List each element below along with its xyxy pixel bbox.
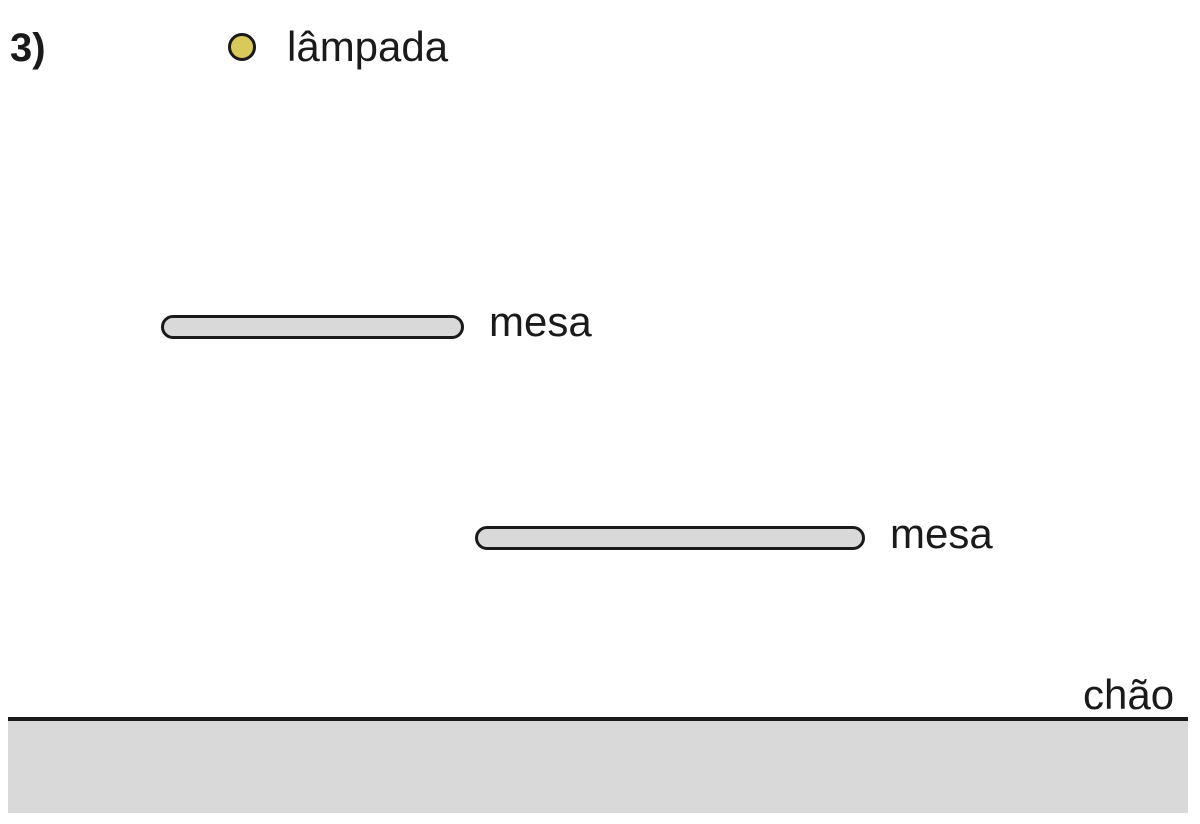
floor-surface bbox=[8, 721, 1188, 813]
floor-line bbox=[8, 717, 1188, 721]
question-number: 3) bbox=[10, 26, 46, 70]
upper-table bbox=[161, 315, 464, 339]
lamp-label: lâmpada bbox=[287, 23, 449, 70]
lower-table bbox=[475, 526, 865, 550]
upper-table-label: mesa bbox=[489, 298, 592, 345]
lamp-icon bbox=[228, 33, 256, 61]
floor-label: chão bbox=[1083, 671, 1175, 718]
lower-table-label: mesa bbox=[890, 510, 993, 557]
